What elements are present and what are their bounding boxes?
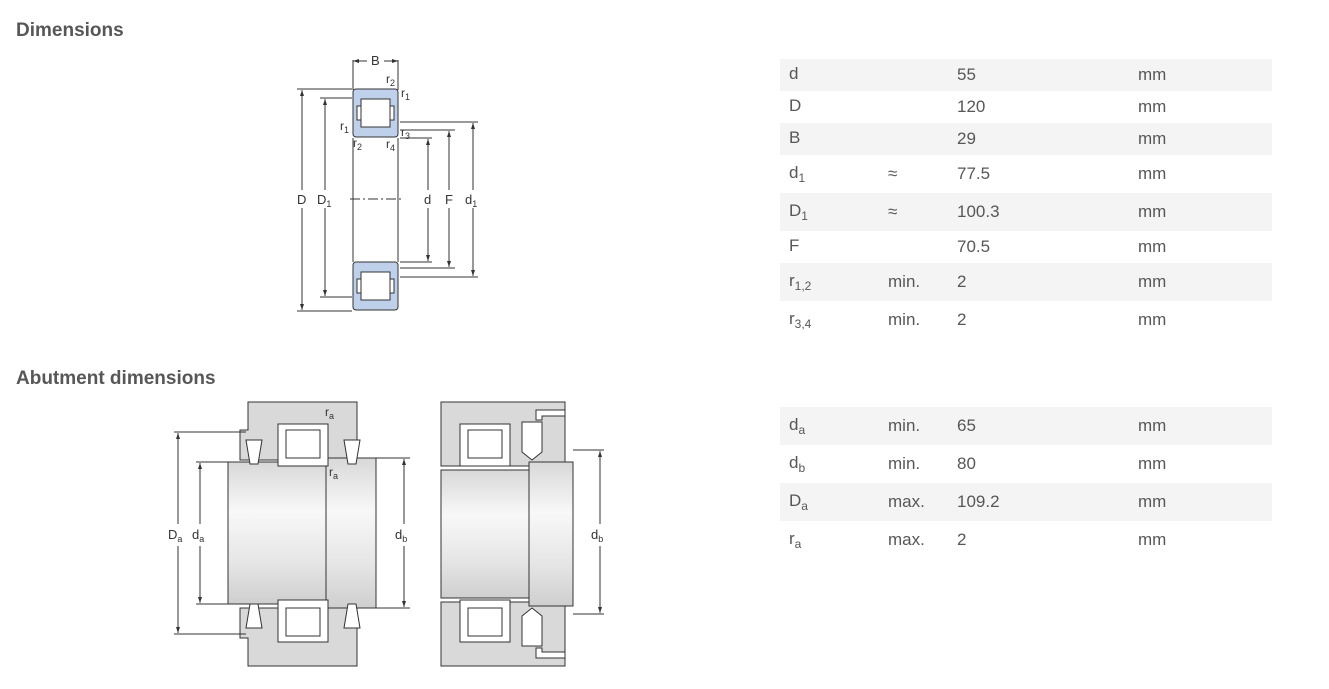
label-r1-top: r1 bbox=[401, 86, 410, 102]
dim-unit: mm bbox=[1138, 310, 1167, 329]
dim-value: 100.3 bbox=[957, 202, 1000, 221]
dim-symbol: db bbox=[789, 453, 806, 475]
dim-qualifier: max. bbox=[888, 492, 925, 511]
abutment-table: da min. 65 mm db min. 80 mm Da max. 109.… bbox=[780, 407, 1272, 559]
dim-symbol: F bbox=[789, 236, 800, 255]
label-d: d bbox=[424, 192, 431, 207]
table-row: d1 ≈ 77.5 mm bbox=[780, 155, 1272, 193]
dim-qualifier bbox=[879, 231, 948, 263]
dim-qualifier: min. bbox=[888, 454, 921, 473]
label-db-right: db bbox=[591, 527, 603, 544]
dim-qualifier bbox=[879, 59, 948, 91]
dim-unit: mm bbox=[1138, 202, 1167, 221]
table-row: D1 ≈ 100.3 mm bbox=[780, 193, 1272, 231]
dim-qualifier: ≈ bbox=[888, 202, 898, 221]
dim-value: 120 bbox=[957, 97, 986, 116]
dim-value: 55 bbox=[957, 65, 976, 84]
dim-value: 29 bbox=[957, 129, 976, 148]
label-r2-bottom: r2 bbox=[353, 136, 362, 152]
dim-qualifier: max. bbox=[888, 530, 925, 549]
dim-qualifier: min. bbox=[888, 310, 921, 329]
abutment-diagram-left: Da da db ra ra bbox=[168, 401, 410, 667]
table-row: Da max. 109.2 mm bbox=[780, 483, 1272, 521]
label-B: B bbox=[371, 53, 380, 68]
dim-unit: mm bbox=[1138, 530, 1167, 549]
dim-unit: mm bbox=[1138, 416, 1167, 435]
table-row: F 70.5 mm bbox=[780, 231, 1272, 263]
table-row: B 29 mm bbox=[780, 123, 1272, 155]
dim-value: 70.5 bbox=[957, 237, 991, 256]
label-D: D bbox=[297, 192, 306, 207]
dim-symbol: D1 bbox=[789, 201, 808, 223]
dim-value: 109.2 bbox=[957, 492, 1000, 511]
label-db-left: db bbox=[395, 527, 407, 544]
dim-qualifier bbox=[879, 123, 948, 155]
label-ra-top: ra bbox=[325, 405, 334, 421]
dim-value: 2 bbox=[957, 530, 967, 549]
abutment-diagram-right: db bbox=[440, 401, 604, 667]
dim-unit: mm bbox=[1138, 129, 1167, 148]
dim-value: 2 bbox=[957, 310, 967, 329]
dim-symbol: r1,2 bbox=[789, 271, 812, 293]
label-r1-left: r1 bbox=[340, 119, 349, 135]
dim-unit: mm bbox=[1138, 454, 1167, 473]
dim-value: 2 bbox=[957, 272, 967, 291]
dimensions-table: d 55 mm D 120 mm B 29 mm d1 ≈ 77.5 mm D1… bbox=[780, 59, 1272, 339]
dim-qualifier: ≈ bbox=[888, 164, 898, 183]
table-row: r3,4 min. 2 mm bbox=[780, 301, 1272, 339]
dim-symbol: d bbox=[789, 64, 799, 83]
dim-symbol: da bbox=[789, 415, 806, 437]
dim-symbol: d1 bbox=[789, 163, 806, 185]
dim-qualifier: min. bbox=[888, 416, 921, 435]
label-F: F bbox=[445, 192, 453, 207]
dimensions-heading: Dimensions bbox=[16, 20, 124, 41]
label-r4: r4 bbox=[386, 137, 395, 153]
dim-unit: mm bbox=[1138, 237, 1167, 256]
dim-symbol: ra bbox=[789, 529, 802, 551]
label-d1: d1 bbox=[465, 192, 477, 209]
dim-unit: mm bbox=[1138, 492, 1167, 511]
table-row: da min. 65 mm bbox=[780, 407, 1272, 445]
label-D1: D1 bbox=[317, 192, 331, 209]
table-row: ra max. 2 mm bbox=[780, 521, 1272, 559]
dim-symbol: B bbox=[789, 128, 801, 147]
dim-qualifier: min. bbox=[888, 272, 921, 291]
label-ra-mid: ra bbox=[329, 465, 338, 481]
label-da: da bbox=[192, 527, 204, 544]
label-r3: r3 bbox=[401, 125, 410, 141]
dim-unit: mm bbox=[1138, 97, 1167, 116]
dim-symbol: r3,4 bbox=[789, 309, 812, 331]
table-row: r1,2 min. 2 mm bbox=[780, 263, 1272, 301]
bearing-dimension-diagram: B D D1 d F d1 r2 r1 r1 r3 r2 r4 bbox=[297, 53, 478, 312]
table-row: D 120 mm bbox=[780, 91, 1272, 123]
dim-value: 65 bbox=[957, 416, 976, 435]
dim-value: 77.5 bbox=[957, 164, 991, 183]
table-row: db min. 80 mm bbox=[780, 445, 1272, 483]
table-row: d 55 mm bbox=[780, 59, 1272, 91]
dim-symbol: D bbox=[789, 96, 802, 115]
dim-unit: mm bbox=[1138, 164, 1167, 183]
abutment-heading: Abutment dimensions bbox=[16, 368, 216, 389]
label-Da: Da bbox=[168, 527, 182, 544]
dim-value: 80 bbox=[957, 454, 976, 473]
dim-unit: mm bbox=[1138, 272, 1167, 291]
label-r2-top: r2 bbox=[386, 72, 395, 88]
dim-symbol: Da bbox=[789, 491, 808, 513]
dim-qualifier bbox=[879, 91, 948, 123]
dim-unit: mm bbox=[1138, 65, 1167, 84]
